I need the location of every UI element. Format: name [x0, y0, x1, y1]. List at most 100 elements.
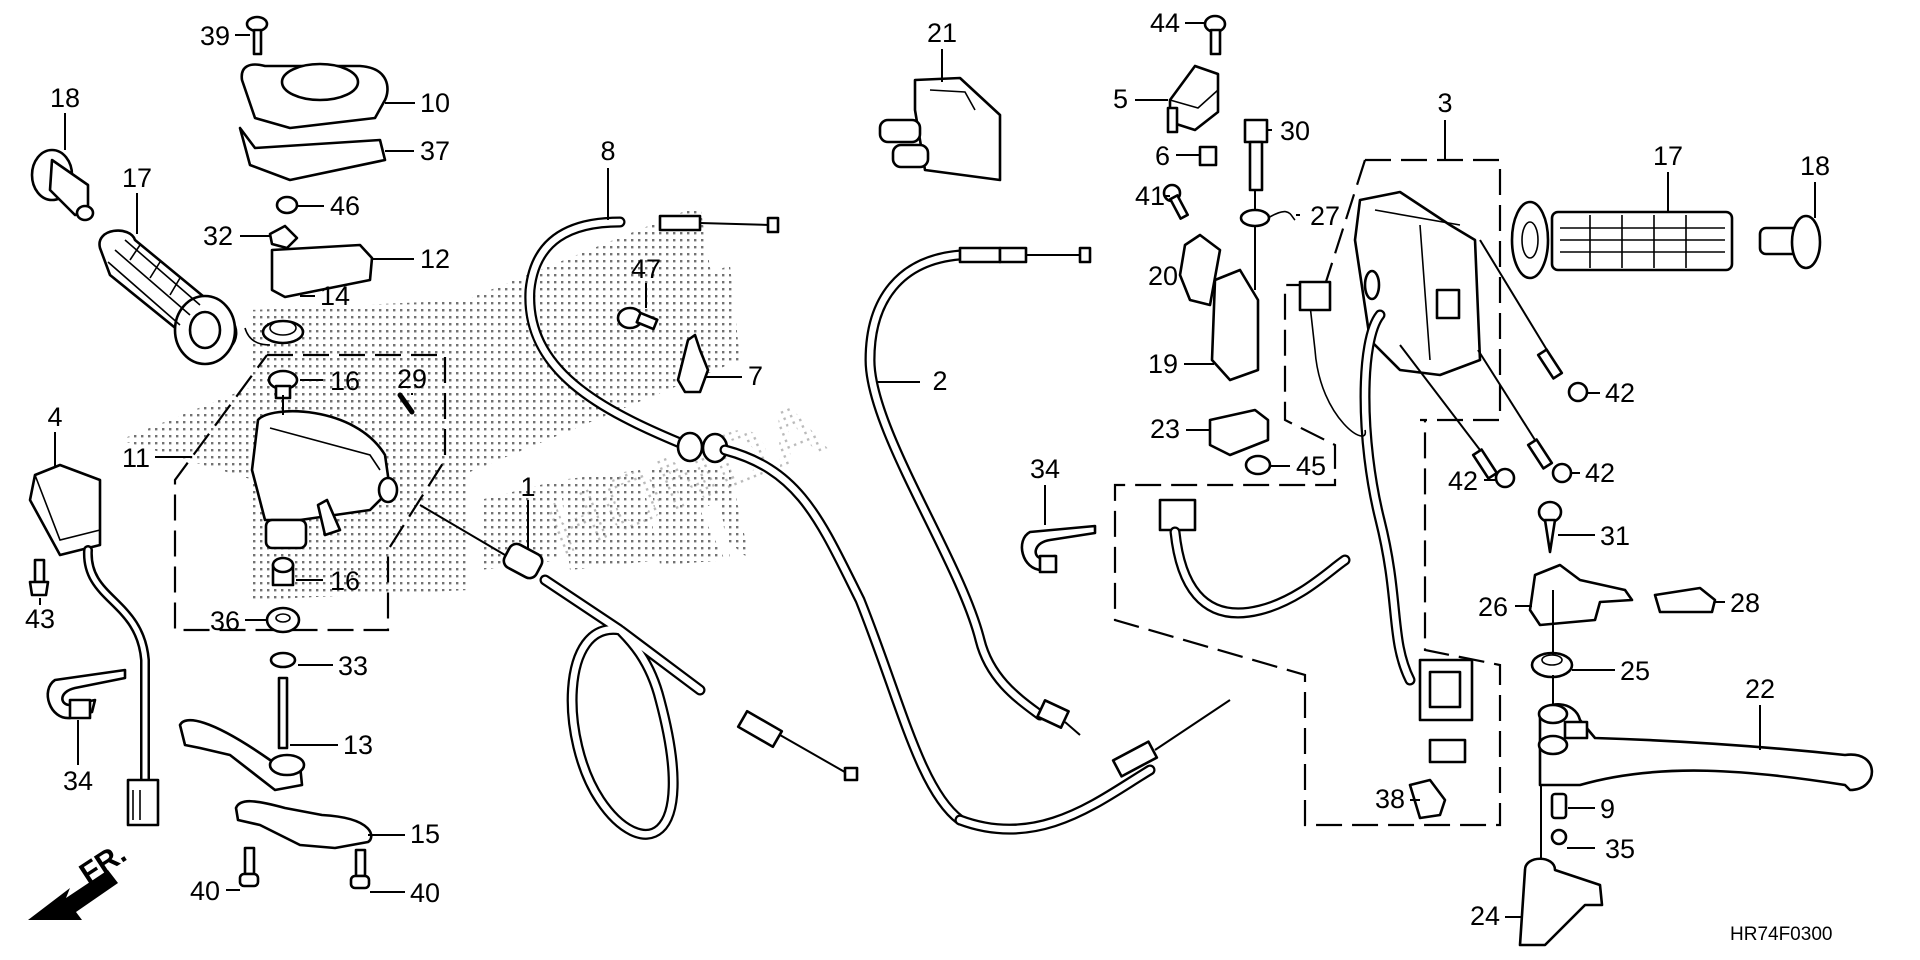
- callout-10[interactable]: 10: [385, 88, 450, 118]
- bolt-40-left: [238, 846, 260, 888]
- callout-number: 2: [932, 366, 947, 396]
- callout-number: 29: [397, 364, 427, 394]
- callout-number: 18: [1800, 151, 1830, 181]
- front-direction-label: FR.: [74, 837, 133, 891]
- screw-39: [245, 15, 269, 56]
- callout-2[interactable]: 2: [876, 366, 948, 396]
- callout-18[interactable]: 18: [50, 83, 80, 150]
- callout-35[interactable]: 35: [1567, 834, 1635, 864]
- callout-31[interactable]: 31: [1558, 521, 1630, 551]
- cable-clamp-7: [676, 333, 710, 394]
- callout-14[interactable]: 14: [300, 281, 350, 311]
- lever-holder-15: [234, 799, 373, 850]
- callout-33[interactable]: 33: [298, 651, 368, 681]
- callout-44[interactable]: 44: [1150, 8, 1205, 38]
- callout-number: 42: [1585, 458, 1615, 488]
- pivot-bolt: [1243, 118, 1269, 192]
- callout-8[interactable]: 8: [600, 136, 616, 220]
- callout-number: 46: [330, 191, 360, 221]
- callout-number: 33: [338, 651, 368, 681]
- callout-number: 6: [1155, 141, 1170, 171]
- callout-47[interactable]: 47: [631, 254, 661, 308]
- callout-number: 14: [320, 281, 350, 311]
- callout-11[interactable]: 11: [122, 443, 192, 473]
- callout-6[interactable]: 6: [1155, 141, 1200, 171]
- switch-unit: [28, 463, 160, 827]
- bolt-44: [1203, 14, 1227, 56]
- spring-9: [1550, 792, 1568, 820]
- callout-25[interactable]: 25: [1572, 656, 1650, 686]
- callout-28[interactable]: 28: [1714, 588, 1760, 618]
- callout-17[interactable]: 17: [122, 163, 152, 234]
- callout-23[interactable]: 23: [1150, 414, 1210, 444]
- screws-42: [1399, 239, 1589, 489]
- callout-27[interactable]: 27: [1296, 201, 1340, 231]
- callout-19[interactable]: 19: [1148, 349, 1214, 379]
- throttle-cover: [240, 62, 389, 130]
- callout-22[interactable]: 22: [1745, 674, 1775, 750]
- callout-32[interactable]: 32: [203, 221, 270, 251]
- callout-45[interactable]: 45: [1270, 451, 1326, 481]
- callout-42[interactable]: 42: [1571, 458, 1615, 488]
- callout-15[interactable]: 15: [368, 819, 440, 849]
- relay: [1166, 64, 1220, 134]
- callout-26[interactable]: 26: [1478, 592, 1532, 622]
- callout-number: 24: [1470, 901, 1500, 931]
- callout-number: 27: [1310, 201, 1340, 231]
- frame-3: [1365, 158, 1502, 422]
- pin-29: [397, 392, 415, 415]
- brake-lever: [1537, 703, 1874, 792]
- cap-6: [1198, 145, 1218, 167]
- callout-42[interactable]: 42: [1587, 378, 1635, 408]
- callout-number: 47: [631, 254, 661, 284]
- callout-number: 19: [1148, 349, 1178, 379]
- front-direction-arrow: [28, 870, 118, 920]
- callout-20[interactable]: 20: [1148, 261, 1184, 291]
- callout-7[interactable]: 7: [705, 361, 763, 391]
- callout-42[interactable]: 42: [1448, 466, 1496, 496]
- callout-40[interactable]: 40: [190, 876, 240, 906]
- callout-number: 23: [1150, 414, 1180, 444]
- callout-37[interactable]: 37: [385, 136, 450, 166]
- callout-1[interactable]: 1: [520, 472, 536, 550]
- callout-number: 28: [1730, 588, 1760, 618]
- callout-40[interactable]: 40: [370, 878, 440, 908]
- callout-21[interactable]: 21: [927, 18, 957, 82]
- frame-3-left: [1113, 159, 1502, 827]
- callout-38[interactable]: 38: [1375, 784, 1420, 814]
- callout-number: 39: [200, 21, 230, 51]
- bolt-43: [28, 558, 50, 597]
- callout-number: 4: [47, 402, 62, 432]
- callout-39[interactable]: 39: [200, 21, 250, 51]
- throttle-cable: [419, 504, 859, 840]
- callout-number: 18: [50, 83, 80, 113]
- callout-24[interactable]: 24: [1470, 901, 1522, 931]
- callout-36[interactable]: 36: [210, 606, 266, 636]
- seal-33: [269, 651, 297, 669]
- callout-4[interactable]: 4: [47, 402, 63, 468]
- diagram-code: HR74F0300: [1730, 924, 1832, 945]
- callout-18[interactable]: 18: [1800, 151, 1830, 218]
- callout-46[interactable]: 46: [297, 191, 360, 221]
- callout-9[interactable]: 9: [1568, 794, 1615, 824]
- callout-3[interactable]: 3: [1437, 88, 1453, 160]
- callout-43[interactable]: 43: [25, 598, 55, 634]
- callout-34[interactable]: 34: [1030, 454, 1060, 525]
- callout-number: 45: [1296, 451, 1326, 481]
- callout-16[interactable]: 16: [300, 366, 360, 396]
- callout-41[interactable]: 41: [1135, 181, 1170, 211]
- callout-number: 30: [1280, 116, 1310, 146]
- callout-29[interactable]: 29: [397, 364, 427, 395]
- spring-25: [1530, 651, 1574, 679]
- callout-34[interactable]: 34: [63, 720, 93, 796]
- callout-number: 40: [190, 876, 220, 906]
- callout-12[interactable]: 12: [372, 244, 450, 274]
- callout-number: 43: [25, 604, 55, 634]
- bolt-47: [616, 306, 659, 331]
- callout-13[interactable]: 13: [290, 730, 373, 760]
- callout-16[interactable]: 16: [296, 566, 360, 596]
- callout-5[interactable]: 5: [1113, 84, 1168, 114]
- callout-30[interactable]: 30: [1267, 116, 1310, 146]
- callout-17[interactable]: 17: [1653, 141, 1683, 212]
- stay-23: [1208, 408, 1270, 457]
